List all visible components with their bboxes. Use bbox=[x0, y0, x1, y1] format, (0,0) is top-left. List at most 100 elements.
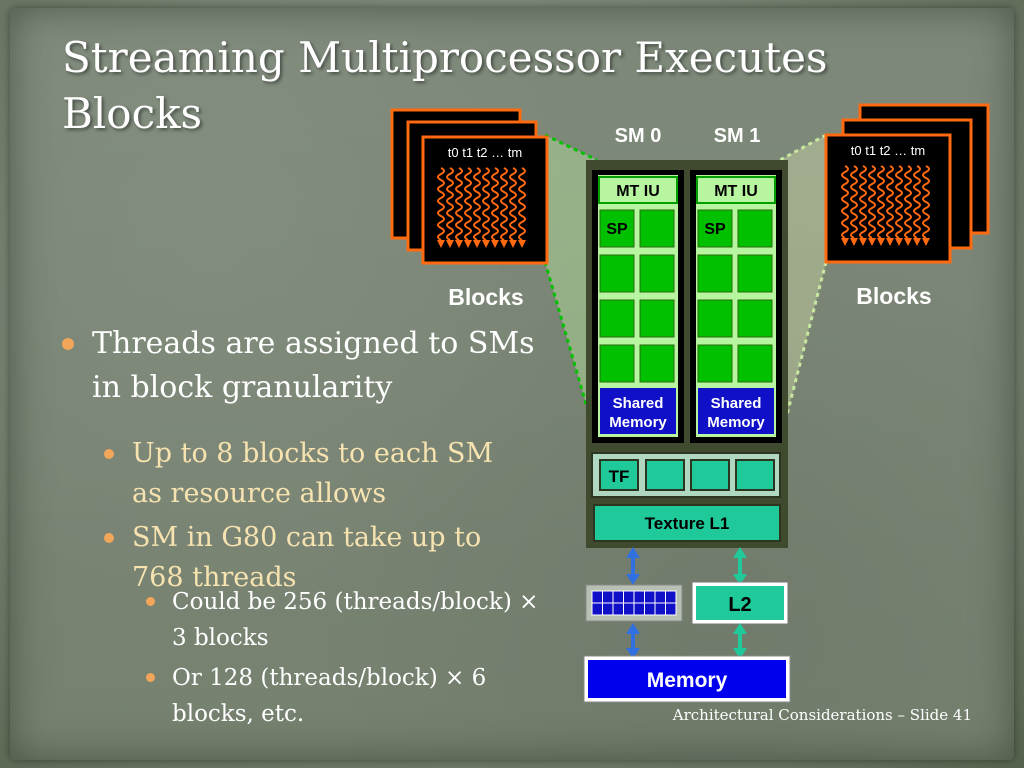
sm0-shared-label-2: Memory bbox=[609, 414, 667, 431]
bullet-dot-icon bbox=[146, 597, 155, 606]
threads-label-left: t0 t1 t2 … tm bbox=[448, 145, 522, 160]
tf-unit bbox=[645, 459, 685, 491]
sp-unit bbox=[737, 254, 773, 293]
thread-arrowhead bbox=[518, 240, 526, 248]
thread-arrowhead bbox=[482, 240, 490, 248]
thread-arrowhead bbox=[473, 240, 481, 248]
thread-wave bbox=[437, 167, 445, 241]
bullet-text: Up to 8 blocks to each SM as resource al… bbox=[132, 438, 494, 509]
bullet-item: Up to 8 blocks to each SM as resource al… bbox=[104, 434, 524, 514]
sm1-shared-label-1: Shared bbox=[711, 395, 762, 412]
thread-arrowhead bbox=[895, 238, 903, 246]
sm0-shared-memory bbox=[600, 388, 676, 434]
sp-unit bbox=[697, 299, 733, 338]
thread-arrowhead bbox=[509, 240, 517, 248]
thread-arrowhead bbox=[455, 240, 463, 248]
thread-wave bbox=[482, 167, 490, 241]
slide-title: Streaming Multiprocessor Executes Blocks bbox=[62, 33, 828, 138]
thread-wave bbox=[850, 165, 858, 239]
thread-arrowhead bbox=[446, 240, 454, 248]
thread-arrowhead bbox=[464, 240, 472, 248]
thread-wave bbox=[500, 167, 508, 241]
thread-arrowhead bbox=[868, 238, 876, 246]
texture-filter-row: TF bbox=[591, 452, 781, 498]
thread-wave bbox=[913, 165, 921, 239]
sp-unit bbox=[639, 254, 675, 293]
sm0-sp-label: SP bbox=[606, 221, 628, 238]
bullet-dot-icon bbox=[104, 533, 114, 543]
sp-unit bbox=[697, 344, 733, 383]
tf-label: TF bbox=[609, 467, 630, 486]
thread-waves-icon bbox=[437, 167, 526, 248]
texture-l1-label: Texture L1 bbox=[645, 514, 730, 533]
thread-arrowhead bbox=[886, 238, 894, 246]
thread-wave bbox=[464, 167, 472, 241]
tf-unit bbox=[690, 459, 730, 491]
bullet-item: Threads are assigned to SMs in block gra… bbox=[62, 322, 552, 410]
bullet-text: Or 128 (threads/block) × 6 blocks, etc. bbox=[172, 665, 487, 727]
sm1-shared-memory bbox=[698, 388, 774, 434]
interconnect bbox=[585, 584, 683, 622]
l2-label: L2 bbox=[728, 594, 751, 616]
sm1-mtiu-label: MT IU bbox=[714, 183, 758, 200]
sp-unit bbox=[599, 299, 635, 338]
thread-wave bbox=[886, 165, 894, 239]
thread-arrowhead bbox=[877, 238, 885, 246]
thread-wave bbox=[518, 167, 526, 241]
thread-arrowhead bbox=[850, 238, 858, 246]
sm1: MT IU Shared Memory SP bbox=[690, 170, 782, 443]
thread-wave bbox=[922, 165, 930, 239]
bullet-item: Could be 256 (threads/block) × 3 blocks bbox=[146, 584, 546, 656]
sm1-shared-label-2: Memory bbox=[707, 414, 765, 431]
blocks-stack-left bbox=[390, 108, 549, 265]
bullet-item: SM in G80 can take up to 768 threads bbox=[104, 518, 524, 598]
thread-wave bbox=[859, 165, 867, 239]
zoom-highlight-right bbox=[780, 135, 826, 442]
sp-unit bbox=[697, 209, 733, 248]
thread-wave bbox=[904, 165, 912, 239]
tf-unit bbox=[735, 459, 775, 491]
slide-footer: Architectural Considerations – Slide 41 bbox=[672, 706, 972, 724]
sp-unit bbox=[599, 209, 635, 248]
memory-label: Memory bbox=[647, 669, 728, 692]
sm1-label: SM 1 bbox=[714, 125, 761, 147]
thread-arrowhead bbox=[913, 238, 921, 246]
thread-wave bbox=[509, 167, 517, 241]
tf-unit bbox=[599, 459, 639, 491]
sp-unit bbox=[599, 254, 635, 293]
bullet-dot-icon bbox=[146, 673, 155, 682]
sp-unit bbox=[639, 209, 675, 248]
blocks-label-left: Blocks bbox=[448, 284, 523, 310]
bullet-text: SM in G80 can take up to 768 threads bbox=[132, 522, 482, 593]
blocks-stack-right bbox=[824, 103, 990, 264]
sp-unit bbox=[599, 344, 635, 383]
bullet-dot-icon bbox=[104, 449, 114, 459]
blocks-label-right: Blocks bbox=[856, 283, 931, 309]
sm0-label: SM 0 bbox=[615, 125, 662, 147]
zoom-line-right bbox=[779, 133, 827, 162]
sm1-sp-label: SP bbox=[704, 221, 726, 238]
bidirectional-arrow-icon bbox=[733, 623, 747, 659]
sm1-mtiu bbox=[696, 176, 776, 204]
texture-l1 bbox=[593, 504, 781, 542]
bidirectional-arrow-icon bbox=[626, 547, 640, 585]
thread-arrowhead bbox=[491, 240, 499, 248]
bullet-dot-icon bbox=[62, 338, 74, 350]
thread-wave bbox=[841, 165, 849, 239]
thread-wave bbox=[455, 167, 463, 241]
sp-unit bbox=[697, 254, 733, 293]
thread-arrowhead bbox=[904, 238, 912, 246]
bidirectional-arrow-icon bbox=[733, 547, 747, 585]
sp-unit bbox=[737, 209, 773, 248]
thread-arrowhead bbox=[922, 238, 930, 246]
threads-label-right: t0 t1 t2 … tm bbox=[851, 143, 925, 158]
zoom-highlight-left bbox=[545, 135, 597, 442]
zoom-line-left bbox=[544, 133, 598, 162]
sp-unit bbox=[639, 344, 675, 383]
sm0-mtiu bbox=[598, 176, 678, 204]
sp-unit bbox=[737, 344, 773, 383]
thread-arrowhead bbox=[437, 240, 445, 248]
sp-unit bbox=[639, 299, 675, 338]
thread-arrowhead bbox=[500, 240, 508, 248]
